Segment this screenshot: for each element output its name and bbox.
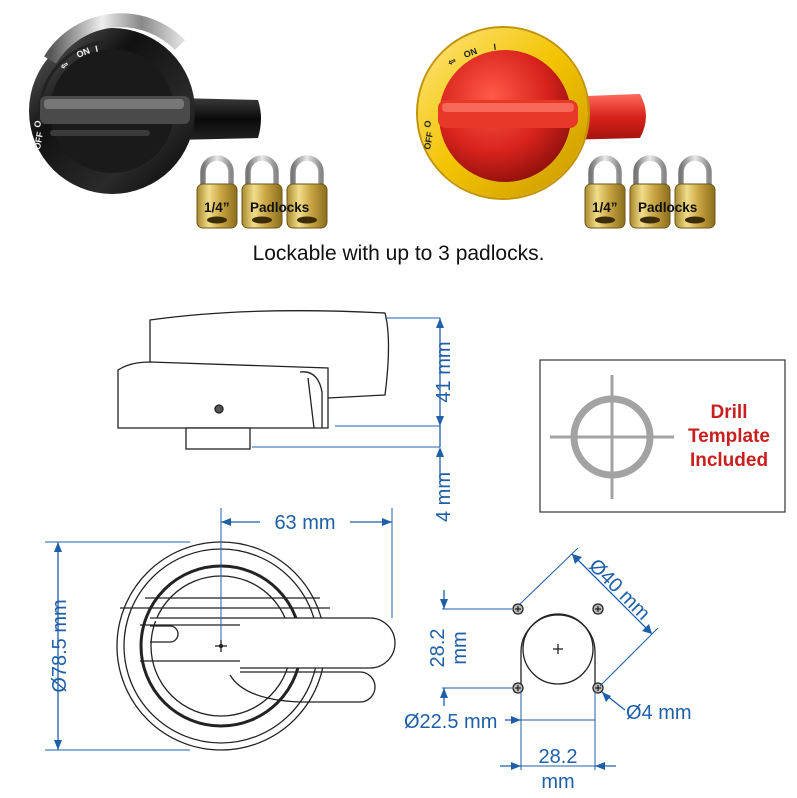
padlock-word-label: Padlocks [250,200,309,215]
dial-one-label: I [94,44,99,54]
side-view-drawing [117,310,440,450]
padlock-size-label: 1/4” [204,200,230,215]
gap-label: 4 mm [433,472,455,522]
gap-dimension: 4 mm [433,426,455,522]
drill-template-box: Drill Template Included [539,359,786,513]
dial-off-label-2: OFF [422,130,435,150]
dial-zero-label-2: O [422,120,433,129]
handle-length-label: 63 mm [274,512,335,534]
screw-hole-label: Ø4 mm [626,702,692,724]
diameter-dimension: Ø78.5 mm [45,541,190,751]
height-label: 41 mm [433,341,455,402]
mounting-holes-drawing [512,603,604,694]
drill-line-2: Template [688,426,770,447]
horizontal-spacing-unit: mm [541,771,574,793]
red-yellow-handle-photo: ON I ⇦ OFF O [416,26,646,200]
dial-one-label-2: I [493,42,497,52]
diameter-label: Ø78.5 mm [49,599,71,692]
horizontal-spacing-dimension: 28.2 mm [500,746,616,793]
drill-line-1: Drill [711,402,748,423]
vertical-spacing-value: 28.2 [427,629,449,668]
padlock-size-label-2: 1/4” [592,200,618,215]
dial-zero-label: O [32,120,43,129]
dial-off-label: OFF [32,130,45,150]
bolt-circle-label: Ø40 mm [584,555,654,625]
padlocks-right: 1/4” Padlocks [585,158,715,228]
handle-length-dimension: 63 mm [220,508,393,640]
horizontal-spacing-value: 28.2 [539,746,578,768]
center-hole-dimension: Ø22.5 mm [404,692,596,770]
screw-hole-dimension: Ø4 mm [601,691,692,724]
center-hole-label: Ø22.5 mm [404,711,497,733]
vertical-spacing-dimension: 28.2 mm [427,590,512,706]
padlock-caption: Lockable with up to 3 padlocks. [252,242,545,265]
padlock-word-label-2: Padlocks [638,200,697,215]
black-handle-photo: ON I ⇦ OFF O [29,13,261,194]
top-view-drawing [116,541,396,751]
dial-on-label: ON [75,46,91,60]
dial-on-label-2: ON [462,46,478,60]
padlocks-left: 1/4” Padlocks [197,158,327,228]
height-dimension: 41 mm [433,318,455,426]
vertical-spacing-unit: mm [449,631,471,664]
drill-line-3: Included [690,450,768,471]
